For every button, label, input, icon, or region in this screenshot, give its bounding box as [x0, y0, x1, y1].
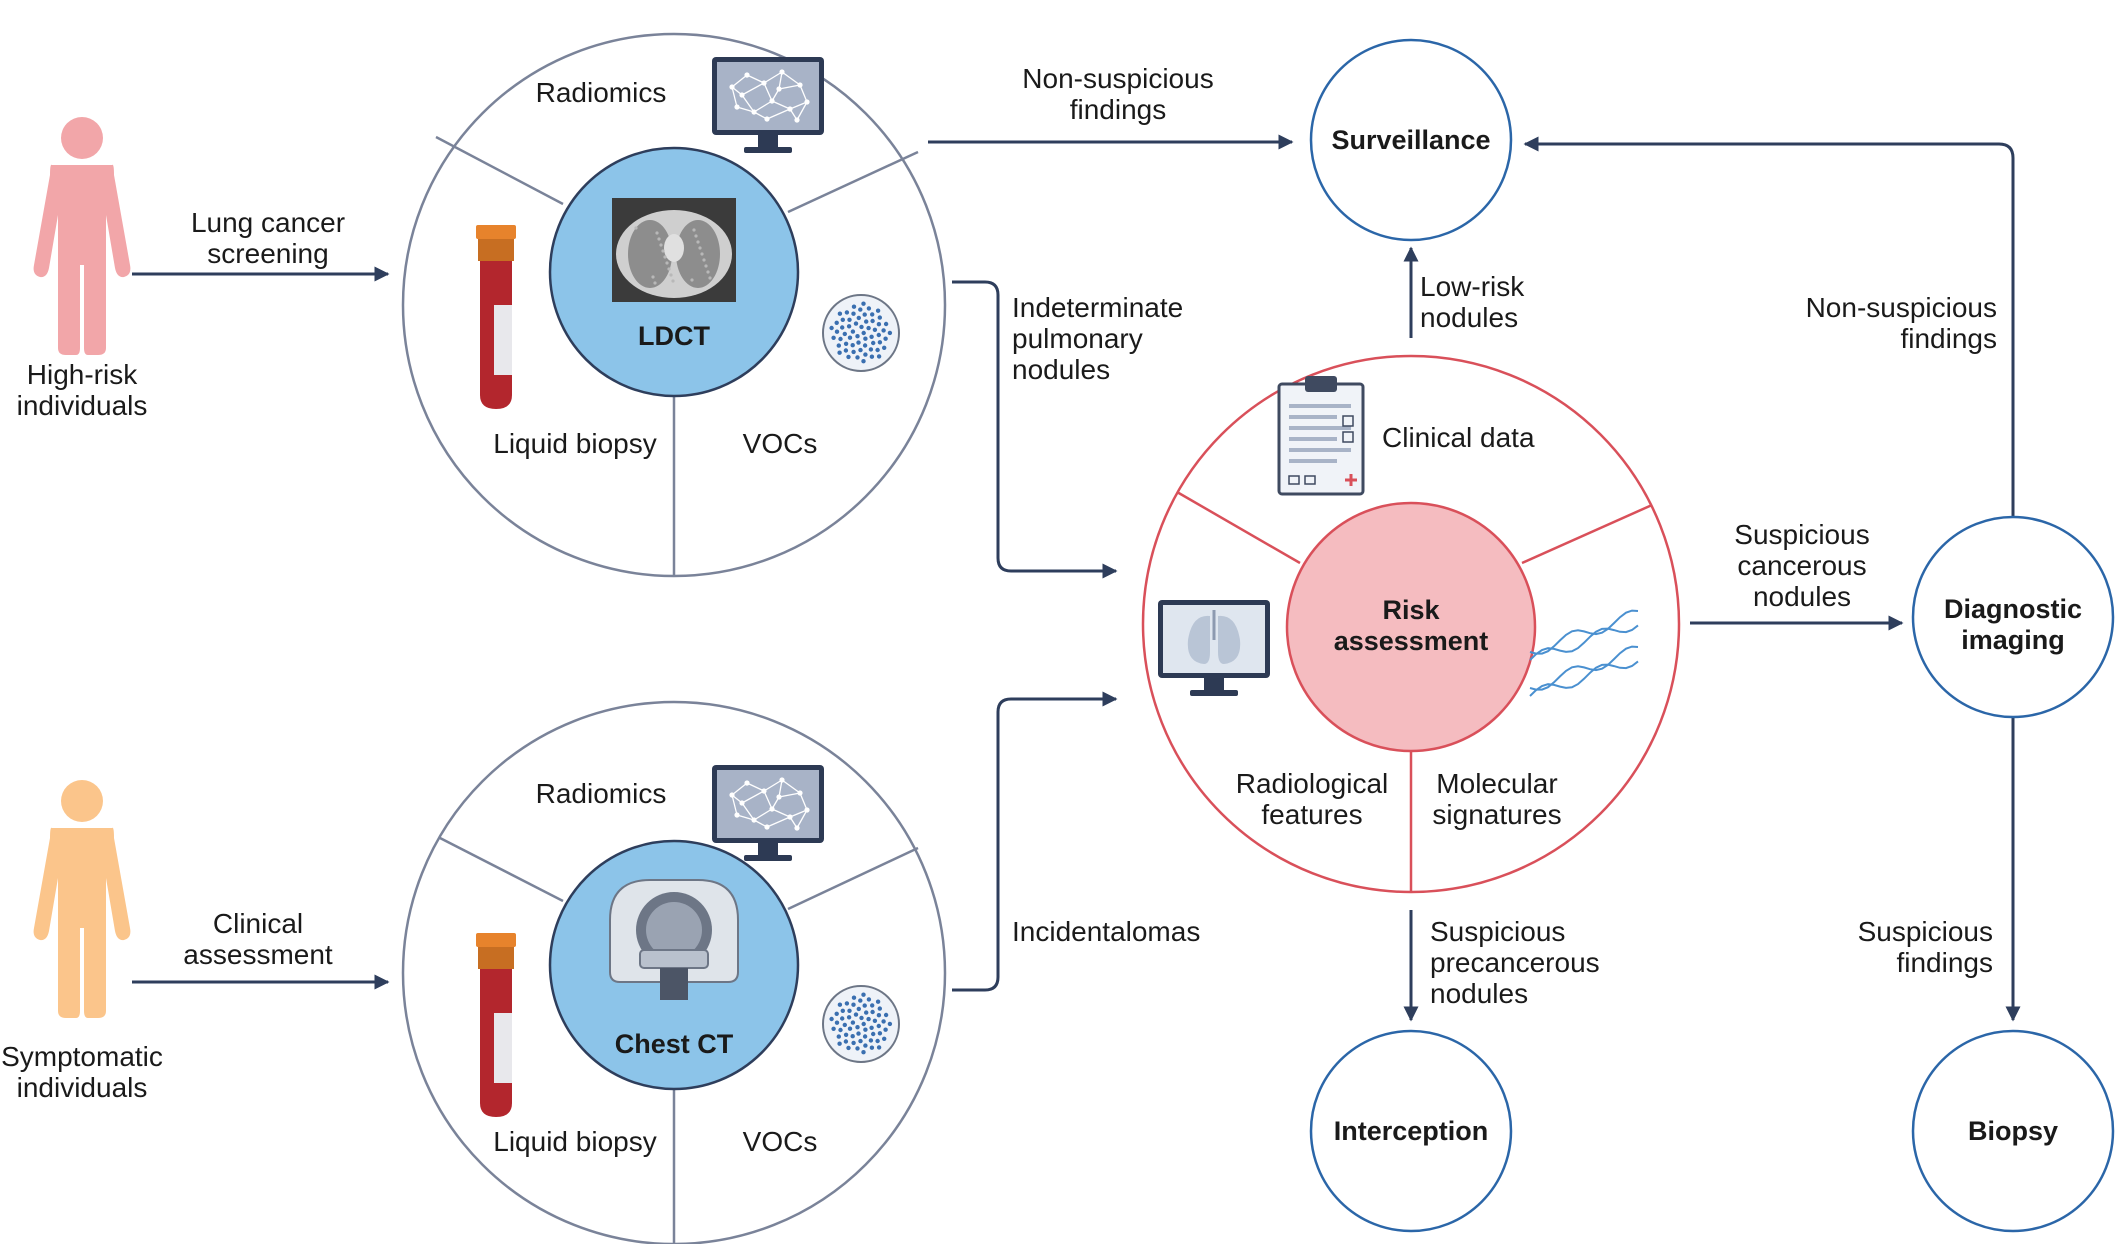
biopsy-node: Biopsy — [1911, 1029, 2115, 1233]
ldct-hub-label: LDCT — [638, 321, 710, 351]
surveillance-label: Surveillance — [1331, 125, 1490, 155]
lung-ct-scan-icon — [612, 198, 736, 302]
blood-tube-icon — [476, 933, 516, 1117]
dna-icon — [1529, 609, 1639, 697]
chest-ct-wheel: Chest CT Radiomics Liquid biopsy VOCs — [401, 700, 947, 1244]
petri-dish-icon — [822, 294, 900, 372]
top-radiomics-label: Radiomics — [536, 77, 667, 108]
surveillance-node: Surveillance — [1309, 38, 1513, 242]
ct-scanner-icon — [609, 879, 739, 1000]
network-monitor-icon — [712, 57, 824, 153]
person-icon — [33, 780, 131, 1018]
top-vocs-label: VOCs — [743, 428, 818, 459]
blood-tube-icon — [476, 225, 516, 409]
incidentalomas-label: Incidentalomas — [1012, 916, 1200, 947]
ldct-wheel: LDCT Radiomics Liquid biopsy VOCs — [401, 32, 947, 578]
biopsy-label: Biopsy — [1968, 1116, 2058, 1146]
clinical-data-label: Clinical data — [1382, 422, 1535, 453]
interception-label: Interception — [1334, 1116, 1489, 1146]
network-monitor-icon — [712, 765, 824, 861]
interception-node: Interception — [1309, 1029, 1513, 1233]
petri-dish-icon — [822, 985, 900, 1063]
chest-ct-hub-label: Chest CT — [615, 1029, 734, 1059]
lung-monitor-icon — [1158, 600, 1270, 696]
bottom-liquid-biopsy-label: Liquid biopsy — [493, 1126, 656, 1157]
risk-assessment-hub — [1285, 501, 1537, 753]
non-suspicious-right-arrow — [1523, 136, 2015, 517]
person-icon — [33, 117, 131, 355]
indeterminate-arrow — [952, 280, 1118, 579]
incidentalomas-arrow — [952, 691, 1118, 992]
clipboard-icon — [1277, 376, 1365, 496]
top-liquid-biopsy-label: Liquid biopsy — [493, 428, 656, 459]
bottom-radiomics-label: Radiomics — [536, 778, 667, 809]
bottom-vocs-label: VOCs — [743, 1126, 818, 1157]
